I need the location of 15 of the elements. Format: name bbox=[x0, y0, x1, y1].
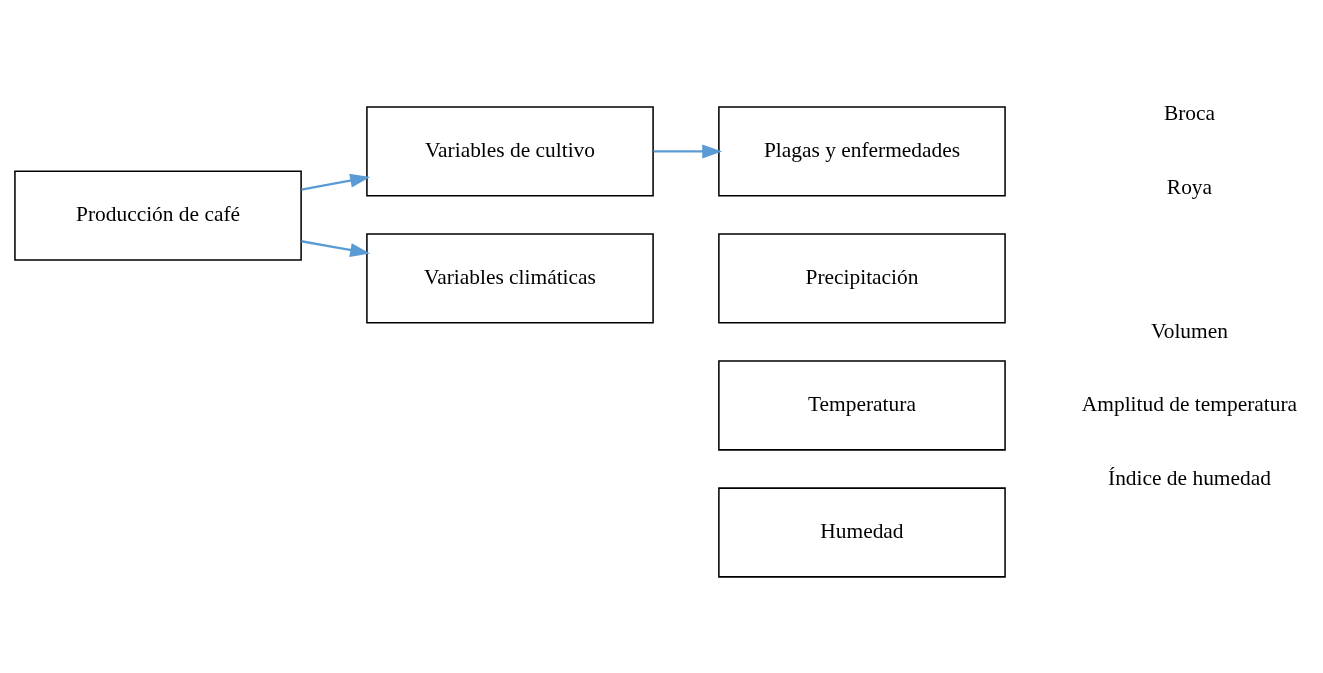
node-box: Precipitación bbox=[718, 232, 1006, 324]
arrow bbox=[301, 239, 371, 257]
label: Roya bbox=[1166, 174, 1213, 199]
node-box: Producción de café bbox=[14, 170, 302, 261]
label: Broca bbox=[1163, 100, 1216, 125]
node-box: Humedad bbox=[718, 486, 1006, 578]
node-box: Temperatura bbox=[718, 359, 1006, 451]
node-box: Plagas y enfermedades bbox=[718, 105, 1006, 197]
label: Índice de humedad bbox=[1108, 465, 1271, 490]
node-box: Variables climáticas bbox=[366, 232, 654, 324]
label: Volumen bbox=[1151, 318, 1228, 343]
node-box: Variables de cultivo bbox=[366, 105, 654, 197]
label: Amplitud de temperatura bbox=[1081, 391, 1298, 416]
arrow bbox=[653, 143, 723, 158]
arrow bbox=[301, 173, 371, 191]
